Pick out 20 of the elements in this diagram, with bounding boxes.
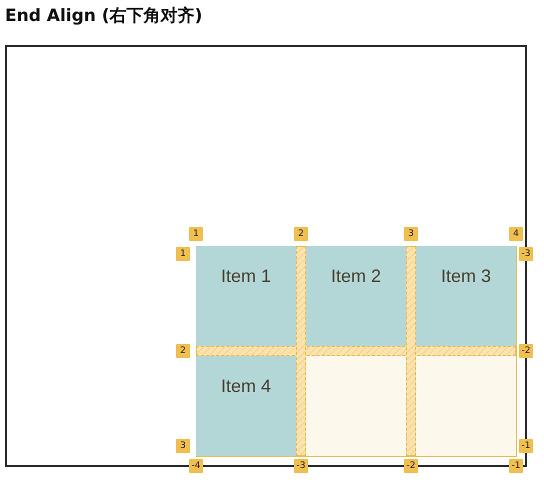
- grid-item: Item 1: [196, 246, 296, 346]
- line-number-badge: -2: [404, 459, 418, 473]
- grid-item: Item 3: [416, 246, 516, 346]
- line-number-badge: 2: [294, 227, 308, 241]
- line-number-badge: -1: [519, 439, 533, 453]
- line-number-badge: 4: [509, 227, 523, 241]
- line-number-badge: -3: [519, 247, 533, 261]
- line-number-badge: -3: [294, 459, 308, 473]
- line-number-badge: 3: [176, 439, 190, 453]
- line-number-badge: 1: [189, 227, 203, 241]
- title: End Align (右下角对齐): [5, 5, 202, 27]
- line-number-badge: 2: [176, 344, 190, 358]
- line-number-badge: -4: [189, 459, 203, 473]
- line-number-badge: 3: [404, 227, 418, 241]
- grid-area: [196, 246, 517, 457]
- line-number-badge: -1: [509, 459, 523, 473]
- line-number-badge: -2: [519, 344, 533, 358]
- grid-item: Item 4: [196, 356, 296, 456]
- line-number-badge: 1: [176, 247, 190, 261]
- grid-item: Item 2: [306, 246, 406, 346]
